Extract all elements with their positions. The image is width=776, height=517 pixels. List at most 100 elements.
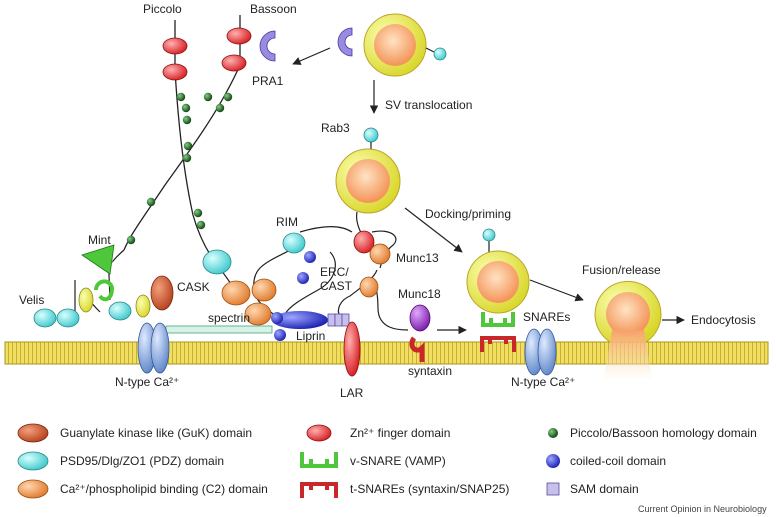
erc-coiled-coil-1 xyxy=(304,251,316,263)
legend-vsnare: v-SNARE (VAMP) xyxy=(350,454,446,468)
rab3-top xyxy=(433,47,447,61)
cask-pdz xyxy=(108,301,132,321)
n-type-ca-left-label: N-type Ca²⁺ xyxy=(115,375,179,389)
syntaxin-icon xyxy=(409,336,425,362)
liprin-coiled-coil-low xyxy=(274,329,286,341)
lar-receptor xyxy=(343,321,361,377)
rim-label: RIM xyxy=(276,215,298,229)
munc13-label: Munc13 xyxy=(396,251,439,265)
pra1-icon xyxy=(259,30,276,62)
liprin-coiled-coil xyxy=(271,312,283,324)
legend-c2: Ca²⁺/phospholipid binding (C2) domain xyxy=(60,482,268,496)
munc13-c2-1 xyxy=(369,243,391,265)
velis-yellow-domain xyxy=(78,287,94,313)
legend-tsnare: t-SNAREs (syntaxin/SNAP25) xyxy=(350,482,509,496)
bassoon-strand xyxy=(123,15,241,251)
coiled-coil-icon xyxy=(546,454,560,468)
pra1-on-vesicle-icon xyxy=(337,27,353,57)
guk-domain-icon xyxy=(17,423,49,443)
erc-label-2: CAST xyxy=(320,279,353,293)
mint-pdz-hook xyxy=(94,279,115,302)
v-snare-icon xyxy=(300,452,338,468)
velis-pdz-2 xyxy=(56,308,80,328)
vesicle-middle-core xyxy=(346,159,390,203)
rim-zinc-finger xyxy=(353,230,375,254)
endocytosis-label: Endocytosis xyxy=(691,313,756,327)
fusion-release-label: Fusion/release xyxy=(582,263,661,277)
t-snare-icon xyxy=(300,482,338,498)
cask-label: CASK xyxy=(177,280,210,294)
snares-label: SNAREs xyxy=(523,310,570,324)
erc-cast-strand xyxy=(284,226,353,315)
rab3-middle xyxy=(363,127,379,143)
munc13-strand xyxy=(374,283,409,331)
rim-strand xyxy=(337,211,397,317)
bassoon-zinc-finger-1 xyxy=(226,27,252,45)
cask-guk xyxy=(150,275,174,311)
munc18-icon xyxy=(409,304,431,332)
ca-channel-left-b xyxy=(150,322,170,374)
cask-yellow-domain xyxy=(135,294,151,318)
sam-domain-3 xyxy=(341,313,350,327)
sam-domain-icon xyxy=(546,482,560,496)
velis-pdz-1 xyxy=(33,308,57,328)
sv-translocation-label: SV translocation xyxy=(385,98,472,112)
piccolo-strand xyxy=(174,20,216,263)
piccolo-c2c xyxy=(244,302,272,326)
t-snare-docked-icon xyxy=(480,336,516,352)
plasma-membrane xyxy=(4,341,769,365)
piccolo-c2a xyxy=(221,280,251,306)
pra1-label: PRA1 xyxy=(252,74,284,88)
piccolo-zinc-finger-2 xyxy=(162,63,188,81)
zinc-finger-icon xyxy=(306,424,332,442)
pbh-domain-icon xyxy=(548,428,558,438)
legend-pdz: PSD95/Dlg/ZO1 (PDZ) domain xyxy=(60,454,224,468)
spectrin-label: spectrin xyxy=(208,311,250,325)
arrow-fusion xyxy=(529,279,584,302)
sam-domain-1 xyxy=(327,313,336,327)
vesicle-docked-core xyxy=(477,261,519,303)
legend: Guanylate kinase like (GuK) domain PSD95… xyxy=(17,423,757,499)
c2-domain-icon xyxy=(17,479,49,499)
erc-coiled-coil-2 xyxy=(297,272,309,284)
v-snare-docked-icon xyxy=(481,312,515,327)
docking-priming-label: Docking/priming xyxy=(425,207,511,221)
piccolo-zinc-finger-1 xyxy=(162,37,188,55)
arrow-docking-priming xyxy=(404,207,463,253)
legend-sam: SAM domain xyxy=(570,482,639,496)
mint-icon xyxy=(81,244,115,275)
bassoon-label: Bassoon xyxy=(250,2,297,16)
ca-channel-right-b xyxy=(537,328,557,376)
pbh-domains xyxy=(126,92,233,245)
syntaxin-label: syntaxin xyxy=(408,364,452,378)
legend-guk: Guanylate kinase like (GuK) domain xyxy=(60,426,252,440)
journal-credit: Current Opinion in Neurobiology xyxy=(638,504,767,514)
arrow-to-pra1 xyxy=(292,47,331,65)
legend-zinc: Zn²⁺ finger domain xyxy=(350,426,450,440)
munc13-c2-2 xyxy=(359,276,379,298)
liprin-label: Liprin xyxy=(296,329,325,343)
rab3-docked xyxy=(482,228,496,242)
lar-label: LAR xyxy=(340,386,364,400)
bassoon-lower-strand xyxy=(112,249,125,263)
piccolo-c2b xyxy=(251,278,277,302)
velis-label: Velis xyxy=(19,293,44,307)
fused-vesicle-core xyxy=(606,292,650,336)
piccolo-label: Piccolo xyxy=(143,2,182,16)
vesicle-top-core xyxy=(374,24,416,66)
legend-pbh: Piccolo/Bassoon homology domain xyxy=(570,426,757,440)
munc18-label: Munc18 xyxy=(398,287,441,301)
spectrin-bar xyxy=(165,325,273,334)
fusion-pore xyxy=(604,330,652,378)
mint-label: Mint xyxy=(88,233,111,247)
liprin-body xyxy=(272,311,328,329)
rim-pdz xyxy=(282,232,306,254)
bassoon-zinc-finger-2 xyxy=(221,54,247,72)
legend-coiled: coiled-coil domain xyxy=(570,454,666,468)
rab3-label: Rab3 xyxy=(321,121,350,135)
pdz-domain-icon xyxy=(17,451,49,471)
n-type-ca-right-label: N-type Ca²⁺ xyxy=(511,375,575,389)
sam-domain-2 xyxy=(334,313,343,327)
erc-label-1: ERC/ xyxy=(320,265,349,279)
